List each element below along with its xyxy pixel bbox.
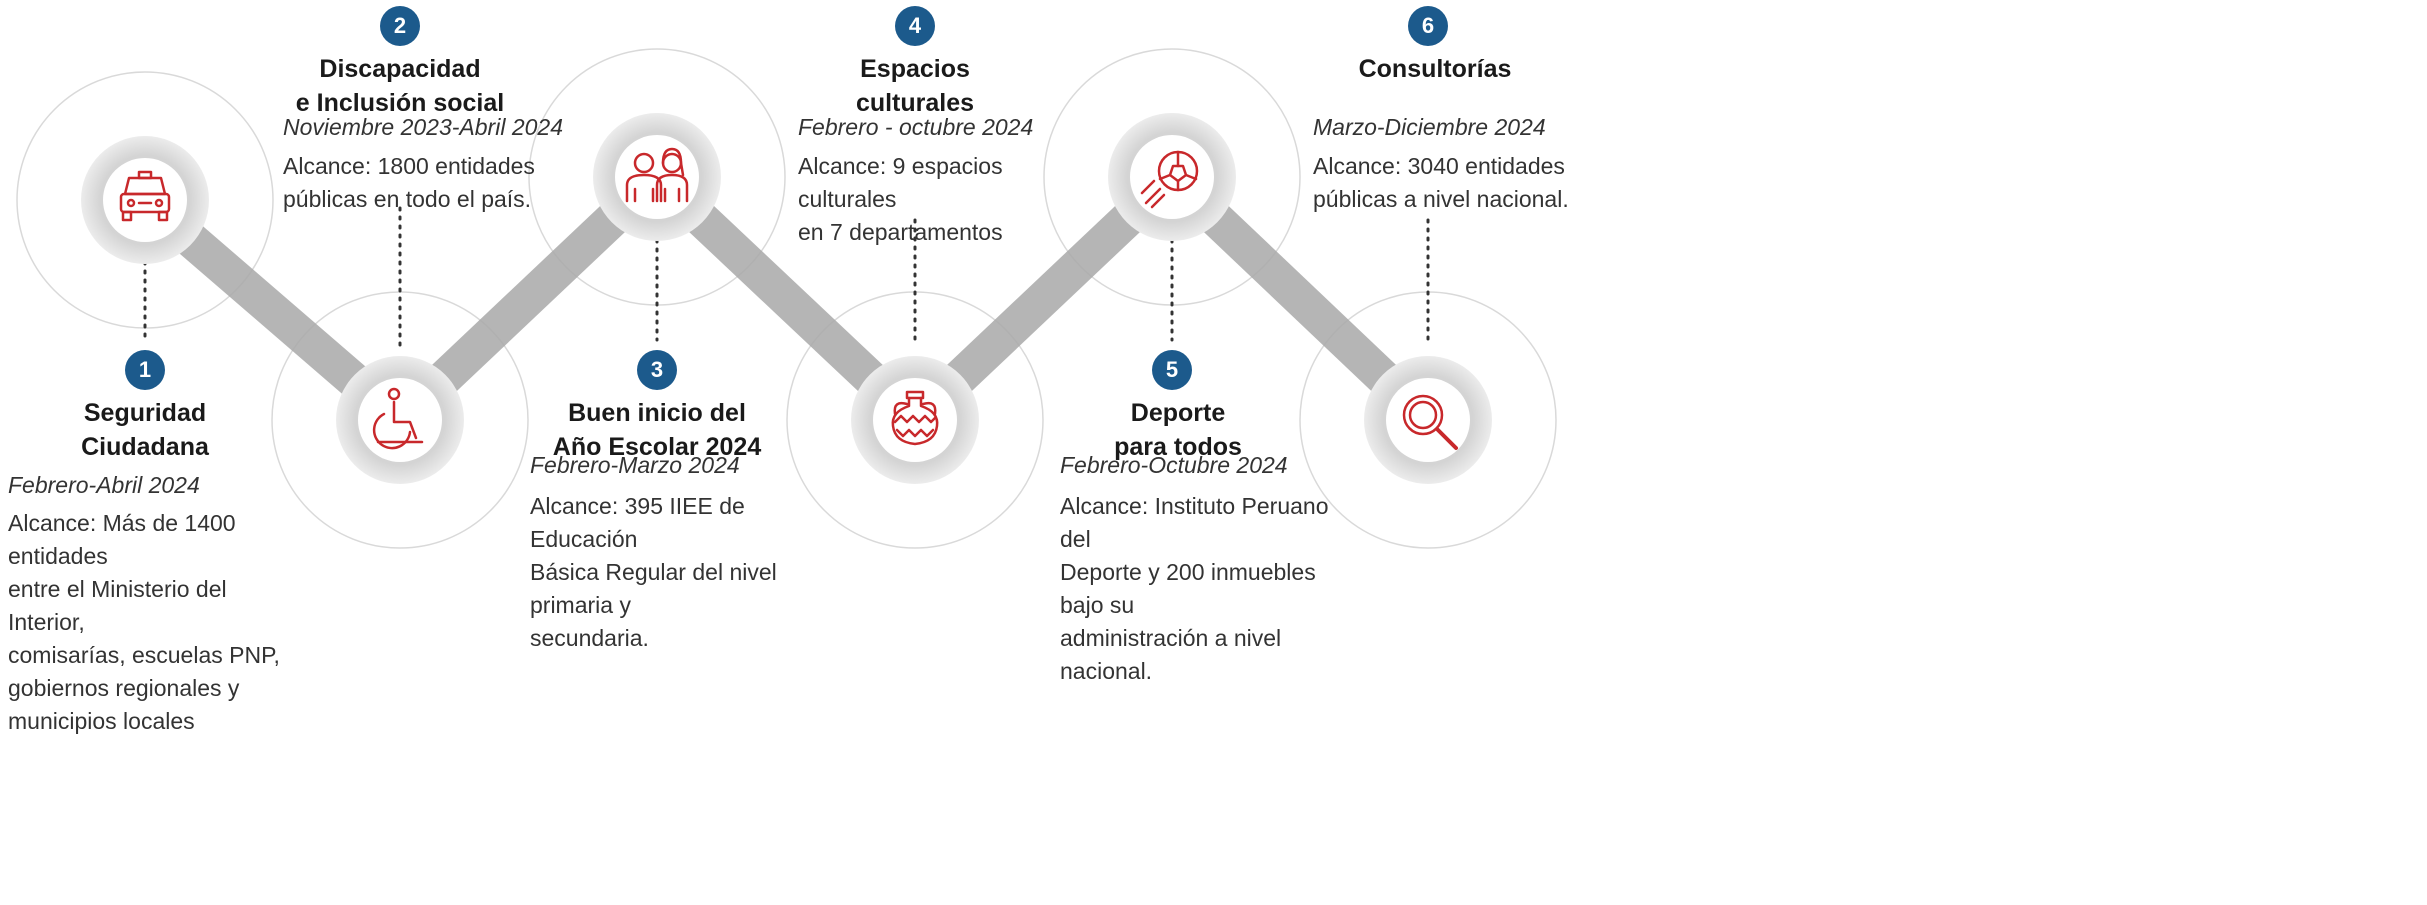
police-car-icon — [119, 170, 171, 222]
step-badge-1: 1 — [125, 350, 165, 390]
item-description-5: Alcance: Instituto Peruano del Deporte y… — [1060, 493, 1329, 684]
step-badge-4: 4 — [895, 6, 935, 46]
students-icon — [625, 147, 689, 203]
magnifying-glass-icon — [1402, 394, 1458, 450]
ceramic-vase-icon — [891, 390, 939, 446]
step-badge-2: 2 — [380, 6, 420, 46]
item-title-4: Espacios culturales — [855, 55, 975, 117]
item-title-1: Seguridad Ciudadana — [81, 399, 209, 461]
node-disc-2 — [358, 378, 442, 462]
item-description-6: Alcance: 3040 entidades públicas a nivel… — [1313, 153, 1569, 212]
item-date-6: Marzo-Diciembre 2024 — [1313, 114, 1546, 140]
item-title-2: Discapacidad e Inclusión social — [295, 55, 505, 117]
item-description-4: Alcance: 9 espacios culturales en 7 depa… — [798, 153, 1003, 245]
item-description-2: Alcance: 1800 entidades públicas en todo… — [283, 153, 535, 212]
item-title-3: Buen inicio del Año Escolar 2024 — [552, 399, 762, 461]
item-date-5: Febrero-Octubre 2024 — [1060, 452, 1288, 478]
item-date-3: Febrero-Marzo 2024 — [530, 452, 740, 478]
item-description-1: Alcance: Más de 1400 entidades entre el … — [8, 510, 280, 734]
item-title-5: Deporte para todos — [1114, 399, 1242, 461]
item-date-1: Febrero-Abril 2024 — [8, 472, 200, 498]
item-date-2: Noviembre 2023-Abril 2024 — [283, 114, 563, 140]
step-badge-3: 3 — [637, 350, 677, 390]
item-description-3: Alcance: 395 IIEE de Educación Básica Re… — [530, 493, 777, 651]
wheelchair-icon — [372, 387, 424, 450]
item-title-6: Consultorías — [1358, 55, 1512, 83]
step-badge-5: 5 — [1152, 350, 1192, 390]
step-badge-6: 6 — [1408, 6, 1448, 46]
soccer-ball-icon — [1140, 150, 1199, 209]
dotted-leaders — [143, 206, 1430, 347]
node-disc-1 — [103, 158, 187, 242]
node-disc-4 — [873, 378, 957, 462]
item-date-4: Febrero - octubre 2024 — [798, 114, 1034, 140]
